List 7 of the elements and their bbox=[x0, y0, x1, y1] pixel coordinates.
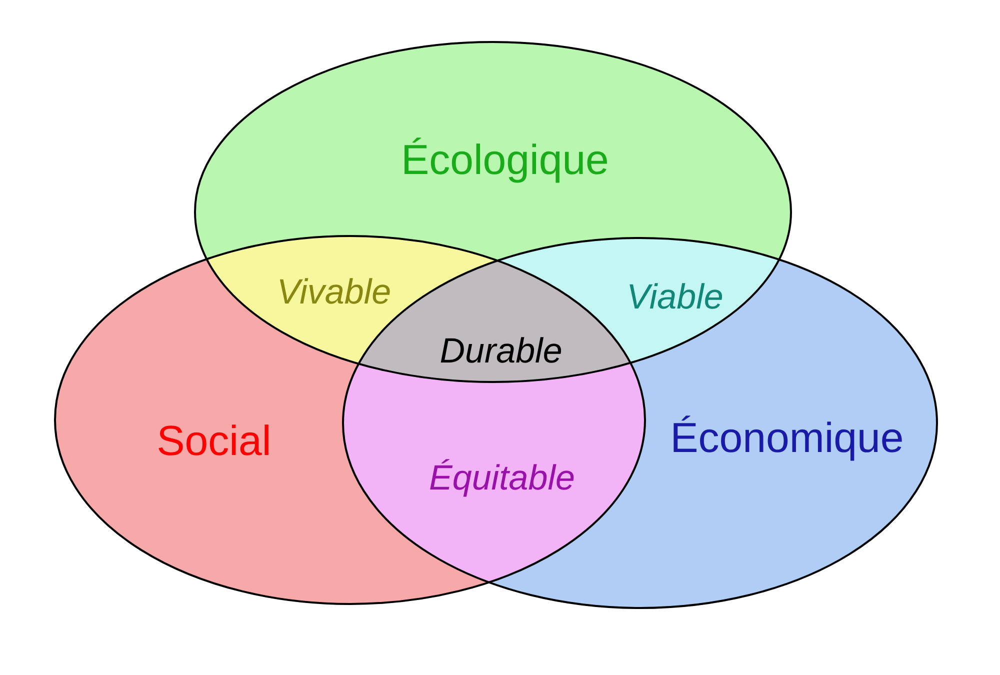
set-label: Social bbox=[156, 420, 272, 462]
overlap-label: Viable bbox=[626, 280, 724, 314]
set-label: Écologique bbox=[401, 139, 609, 181]
set-label: Économique bbox=[670, 417, 904, 459]
overlap-label: Durable bbox=[440, 334, 562, 368]
overlap-label: Équitable bbox=[429, 460, 575, 496]
overlap-label: Vivable bbox=[276, 274, 392, 310]
